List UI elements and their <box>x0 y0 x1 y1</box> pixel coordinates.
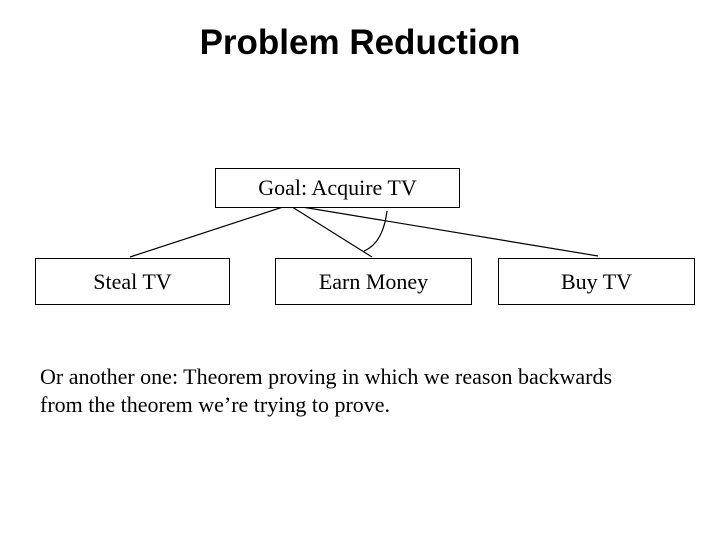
root-node-label: Goal: Acquire TV <box>258 175 417 200</box>
child-node-label: Steal TV <box>93 268 172 294</box>
caption-line-1: Or another one: Theorem proving in which… <box>40 364 613 389</box>
child-node-label: Buy TV <box>560 268 633 294</box>
child-node-label: Earn Money <box>318 268 429 294</box>
child-node-earn-money: Earn Money <box>275 258 472 305</box>
caption-line-2: from the theorem we’re trying to prove. <box>40 392 391 417</box>
edge-root-to-steal-tv <box>129 204 290 258</box>
edge-root-to-earn-money <box>288 204 373 258</box>
slide-title: Problem Reduction <box>199 23 521 62</box>
root-node-goal-acquire-tv: Goal: Acquire TV <box>215 168 460 208</box>
child-node-buy-tv: Buy TV <box>498 258 695 305</box>
and-arc <box>363 210 388 252</box>
edge-root-to-buy-tv <box>289 204 599 257</box>
caption-text: Or another one: Theorem proving in which… <box>40 363 700 419</box>
child-node-steal-tv: Steal TV <box>35 258 230 305</box>
